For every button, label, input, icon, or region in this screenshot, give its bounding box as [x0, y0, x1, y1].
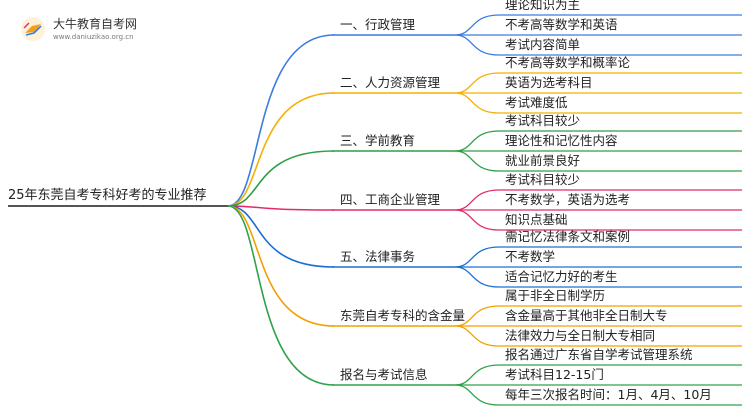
leaf-connector-5-1 [454, 246, 500, 268]
leaf-node-label-6-3: 法律效力与全日制大专相同 [505, 328, 656, 343]
leaf-node-label-7-2: 考试科目12-15门 [505, 367, 604, 382]
branch-node-label-4: 四、工商企业管理 [340, 192, 441, 207]
leaf-node-label-2-3: 考试难度低 [505, 95, 568, 110]
branch-node-label-5: 五、法律事务 [340, 249, 416, 264]
leaf-connector-1-1 [454, 14, 500, 36]
branch-connector-2 [227, 92, 335, 207]
leaf-connector-7-1 [454, 364, 500, 386]
leaf-connector-1-3 [454, 34, 500, 56]
leaf-node-label-1-3: 考试内容简单 [505, 37, 581, 52]
leaf-node-label-1-2: 不考高等数学和英语 [505, 17, 618, 32]
leaf-connector-3-3 [454, 150, 500, 172]
leaf-node-label-3-1: 考试科目较少 [505, 113, 581, 128]
branch-connector-5 [227, 205, 335, 268]
leaf-node-label-6-1: 属于非全日制学历 [505, 288, 606, 303]
branch-connector-6 [227, 205, 335, 327]
leaf-connector-4-3 [454, 209, 500, 231]
leaf-node-label-5-3: 适合记忆力好的考生 [505, 269, 618, 284]
leaf-connector-2-1 [454, 72, 500, 94]
root-node-label: 25年东莞自考专科好考的专业推荐 [8, 188, 207, 203]
leaf-node-label-4-2: 不考数学，英语为选考 [505, 192, 631, 207]
branch-node-label-3: 三、学前教育 [340, 133, 416, 148]
branch-connector-4 [227, 205, 335, 211]
leaf-node-label-2-1: 不考高等数学和概率论 [505, 55, 631, 70]
branch-connector-7 [227, 205, 335, 386]
logo-book-icon [21, 17, 45, 41]
leaf-connector-6-3 [454, 325, 500, 347]
logo-title: 大牛教育自考网 [53, 17, 138, 31]
logo-url: www.daniuzikao.org.cn [53, 33, 134, 41]
branch-connector-3 [227, 150, 335, 207]
leaf-node-label-7-1: 报名通过广东省自学考试管理系统 [505, 347, 693, 362]
leaf-node-label-4-1: 考试科目较少 [505, 172, 581, 187]
branch-node-label-6: 东莞自考专科的含金量 [340, 308, 466, 323]
leaf-node-label-5-1: 需记忆法律条文和案例 [505, 229, 631, 244]
leaf-node-label-3-3: 就业前景良好 [505, 153, 581, 168]
leaf-connector-2-3 [454, 92, 500, 114]
branch-node-label-2: 二、人力资源管理 [340, 75, 441, 90]
leaf-node-label-3-2: 理论性和记忆性内容 [505, 133, 618, 148]
leaf-node-label-1-1: 理论知识为主 [505, 0, 581, 12]
leaf-node-label-7-3: 每年三次报名时间：1月、4月、10月 [505, 387, 712, 402]
leaf-connector-5-3 [454, 266, 500, 288]
site-logo: 大牛教育自考网 www.daniuzikao.org.cn [20, 16, 160, 46]
leaf-node-label-5-2: 不考数学 [505, 249, 556, 264]
leaf-connector-3-1 [454, 130, 500, 152]
leaf-connector-7-3 [454, 384, 500, 406]
leaf-node-label-6-2: 含金量高于其他非全日制大专 [505, 308, 668, 323]
branch-node-label-1: 一、行政管理 [340, 17, 416, 32]
branch-connector-1 [227, 34, 335, 207]
leaf-node-label-2-2: 英语为选考科目 [505, 75, 593, 90]
leaf-connector-4-1 [454, 189, 500, 211]
leaf-node-label-4-3: 知识点基础 [505, 212, 568, 227]
branch-node-label-7: 报名与考试信息 [340, 367, 428, 382]
